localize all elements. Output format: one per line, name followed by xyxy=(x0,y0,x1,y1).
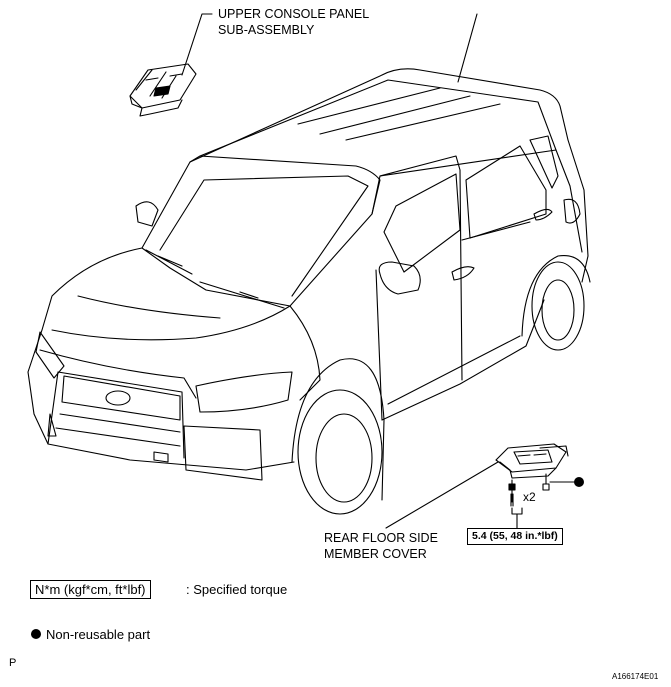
legend-non-reusable-desc: Non-reusable part xyxy=(46,627,151,642)
torque-bracket xyxy=(511,507,523,529)
figure-id: A166174E01 xyxy=(612,672,659,681)
quantity-label: x2 xyxy=(523,490,536,504)
non-reusable-dot-icon xyxy=(574,477,584,487)
clip-icon xyxy=(542,473,550,491)
upper-console-panel-part xyxy=(129,63,197,117)
legend-non-reusable-dot-icon xyxy=(31,629,41,639)
upper-console-label: UPPER CONSOLE PANEL xyxy=(218,7,370,21)
bolt-icon xyxy=(508,479,516,507)
rear-floor-label: REAR FLOOR SIDE xyxy=(324,531,438,545)
roof-leader xyxy=(457,13,478,83)
torque-spec-box: 5.4 (55, 48 in.*lbf) xyxy=(467,528,563,545)
upper-console-leader xyxy=(181,13,213,76)
upper-console-label-line2: SUB-ASSEMBLY xyxy=(218,23,315,37)
vehicle-body xyxy=(27,68,591,515)
rear-floor-side-member-cover-part xyxy=(495,443,569,479)
page-marker: P xyxy=(9,657,17,669)
rear-floor-label-line2: MEMBER COVER xyxy=(324,547,427,561)
legend-torque-desc: : Specified torque xyxy=(186,582,288,597)
legend-torque-units-box: N*m (kgf*cm, ft*lbf) xyxy=(30,580,151,599)
rear-floor-leader xyxy=(385,461,499,529)
